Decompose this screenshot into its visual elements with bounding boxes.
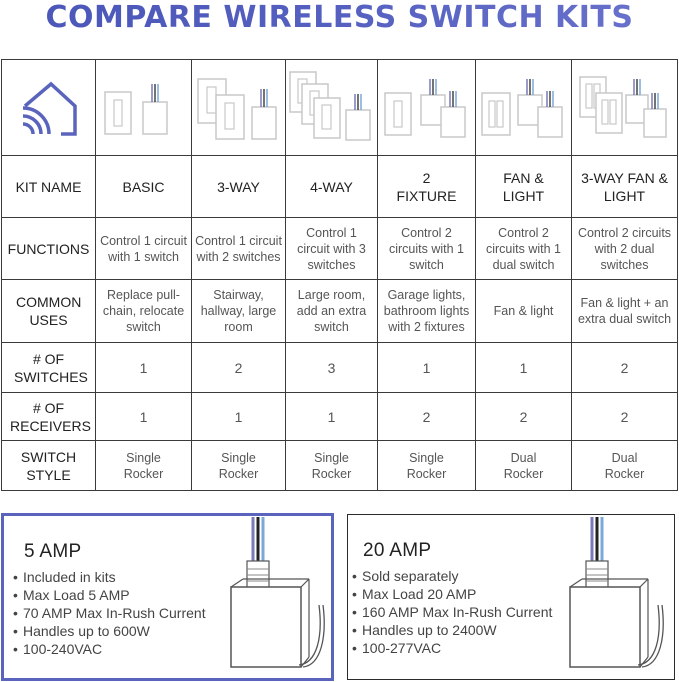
row-header: # OF RECEIVERS <box>1 392 96 441</box>
table-cell: Large room, add an extra switch <box>285 279 378 343</box>
table-cell: 1 <box>475 342 572 393</box>
table-cell: Control 1 circuit with 2 switches <box>191 217 286 280</box>
table-cell: Garage lights, bathroom lights with 2 fi… <box>377 279 476 343</box>
kit-image-row <box>1 59 678 156</box>
receiver-20-amp-panel: 20 AMP •Sold separately •Max Load 20 AMP… <box>347 514 675 680</box>
logo-cell <box>1 59 96 156</box>
list-item: •Max Load 5 AMP <box>13 587 130 603</box>
common-uses-row: COMMON USES Replace pull-chain, relocate… <box>1 279 678 343</box>
table-cell: Control 2 circuits with 1 switch <box>377 217 476 280</box>
kit-image-3-way <box>191 59 286 156</box>
table-cell: Fan & light + an extra dual switch <box>571 279 678 343</box>
row-header: KIT NAME <box>1 155 96 218</box>
switch-style-row: SWITCH STYLE Single Rocker Single Rocker… <box>1 440 678 491</box>
table-cell: 3 <box>285 342 378 393</box>
switch-receiver-kit-icon <box>383 78 466 138</box>
list-item: •Included in kits <box>13 569 116 585</box>
switch-receiver-kit-icon <box>196 77 277 140</box>
list-item: •100-277VAC <box>352 640 442 656</box>
table-cell: Single Rocker <box>377 440 476 491</box>
kit-name-2-fixture: 2 FIXTURE <box>377 155 476 218</box>
receiver-title: 20 AMP <box>363 540 432 561</box>
switch-receiver-kit-icon <box>578 75 667 138</box>
list-item: •Handles up to 600W <box>13 623 150 639</box>
table-cell: Replace pull-chain, relocate switch <box>95 279 192 343</box>
kit-image-3-way-fan-light <box>571 59 678 156</box>
table-cell: Single Rocker <box>285 440 378 491</box>
table-cell: 2 <box>191 342 286 393</box>
row-header: COMMON USES <box>1 279 96 343</box>
kit-name-3-way: 3-WAY <box>191 155 286 218</box>
table-cell: 2 <box>377 392 476 441</box>
receiver-feature-list: •Sold separately •Max Load 20 AMP •160 A… <box>352 567 552 657</box>
switch-receiver-kit-icon <box>288 70 371 141</box>
kit-name-4-way: 4-WAY <box>285 155 378 218</box>
table-cell: Stairway, hallway, large room <box>191 279 286 343</box>
table-cell: Fan & light <box>475 279 572 343</box>
receiver-feature-list: •Included in kits •Max Load 5 AMP •70 AM… <box>13 568 206 658</box>
page-title: COMPARE WIRELESS SWITCH KITS <box>0 0 679 40</box>
table-cell: Control 2 circuits with 2 dual switches <box>571 217 678 280</box>
kit-name-3-way-fan-light: 3-WAY FAN & LIGHT <box>571 155 678 218</box>
kit-name-fan-light: FAN & LIGHT <box>475 155 572 218</box>
table-cell: Single Rocker <box>191 440 286 491</box>
kit-image-4-way <box>285 59 378 156</box>
receivers-row: # OF RECEIVERS 1 1 1 2 2 2 <box>1 392 678 441</box>
kit-comparison-table: KIT NAME BASIC 3-WAY 4-WAY 2 FIXTURE FAN… <box>1 59 678 491</box>
kit-name-row: KIT NAME BASIC 3-WAY 4-WAY 2 FIXTURE FAN… <box>1 155 678 218</box>
table-cell: Control 1 circuit with 3 switches <box>285 217 378 280</box>
table-cell: 2 <box>571 392 678 441</box>
receiver-title: 5 AMP <box>24 541 82 562</box>
kit-image-basic <box>95 59 192 156</box>
table-cell: 2 <box>571 342 678 393</box>
list-item: •Max Load 20 AMP <box>352 586 477 602</box>
table-cell: 2 <box>475 392 572 441</box>
table-cell: Control 1 circuit with 1 switch <box>95 217 192 280</box>
kit-image-fan-light <box>475 59 572 156</box>
table-cell: Control 2 circuits with 1 dual switch <box>475 217 572 280</box>
kit-name-basic: BASIC <box>95 155 192 218</box>
switches-row: # OF SWITCHES 1 2 3 1 1 2 <box>1 342 678 393</box>
receiver-module-icon <box>569 517 664 668</box>
list-item: •70 AMP Max In-Rush Current <box>13 605 206 621</box>
list-item: •100-240VAC <box>13 641 103 657</box>
list-item: •Handles up to 2400W <box>352 622 497 638</box>
table-cell: 1 <box>95 392 192 441</box>
functions-row: FUNCTIONS Control 1 circuit with 1 switc… <box>1 217 678 280</box>
table-cell: 1 <box>95 342 192 393</box>
receiver-5-amp-panel: 5 AMP •Included in kits •Max Load 5 AMP … <box>1 513 334 681</box>
row-header: FUNCTIONS <box>1 217 96 280</box>
list-item: •160 AMP Max In-Rush Current <box>352 604 553 620</box>
table-cell: Single Rocker <box>95 440 192 491</box>
switch-receiver-kit-icon <box>480 78 563 138</box>
table-cell: Dual Rocker <box>571 440 678 491</box>
switch-receiver-kit-icon <box>103 83 168 135</box>
row-header: # OF SWITCHES <box>1 342 96 393</box>
receiver-module-icon <box>230 517 325 668</box>
list-item: •Sold separately <box>352 568 459 584</box>
table-cell: Dual Rocker <box>475 440 572 491</box>
row-header: SWITCH STYLE <box>1 440 96 491</box>
table-cell: 1 <box>285 392 378 441</box>
table-cell: 1 <box>377 342 476 393</box>
home-wireless-logo-icon <box>22 81 77 136</box>
kit-image-2-fixture <box>377 59 476 156</box>
table-cell: 1 <box>191 392 286 441</box>
